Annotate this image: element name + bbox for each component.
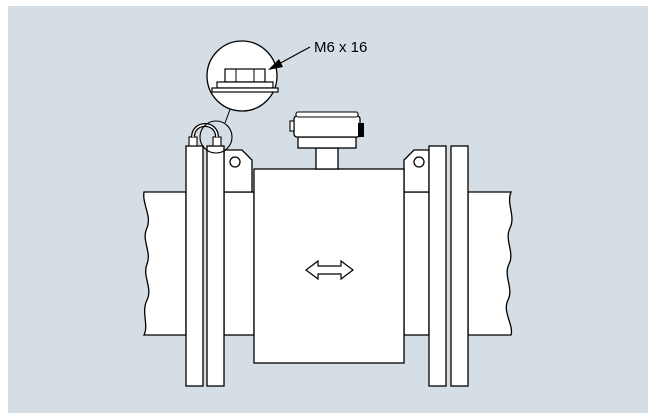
bidirectional-arrow-icon xyxy=(305,259,354,281)
transmitter-head xyxy=(289,111,364,149)
meter-flange-left xyxy=(206,145,225,387)
pipe-flange-left xyxy=(185,145,204,387)
lifting-lug-right xyxy=(403,149,430,193)
lug-hole-right xyxy=(413,156,425,168)
lug-hole-left xyxy=(229,156,241,168)
pipe-left xyxy=(142,191,187,336)
detail-marker-circle xyxy=(199,120,233,154)
callout-arrowhead xyxy=(268,59,283,70)
pipe-right xyxy=(467,191,513,336)
meter-tube-right xyxy=(403,191,430,336)
lifting-lug-left xyxy=(223,149,253,193)
callout-label: M6 x 16 xyxy=(314,39,367,56)
meter-flange-right xyxy=(428,145,447,387)
pipe-flange-right xyxy=(450,145,469,387)
meter-tube-left xyxy=(223,191,255,336)
screw-detail-magnified xyxy=(206,40,279,112)
grounding-cable xyxy=(188,123,222,147)
transmitter-neck xyxy=(315,147,339,170)
